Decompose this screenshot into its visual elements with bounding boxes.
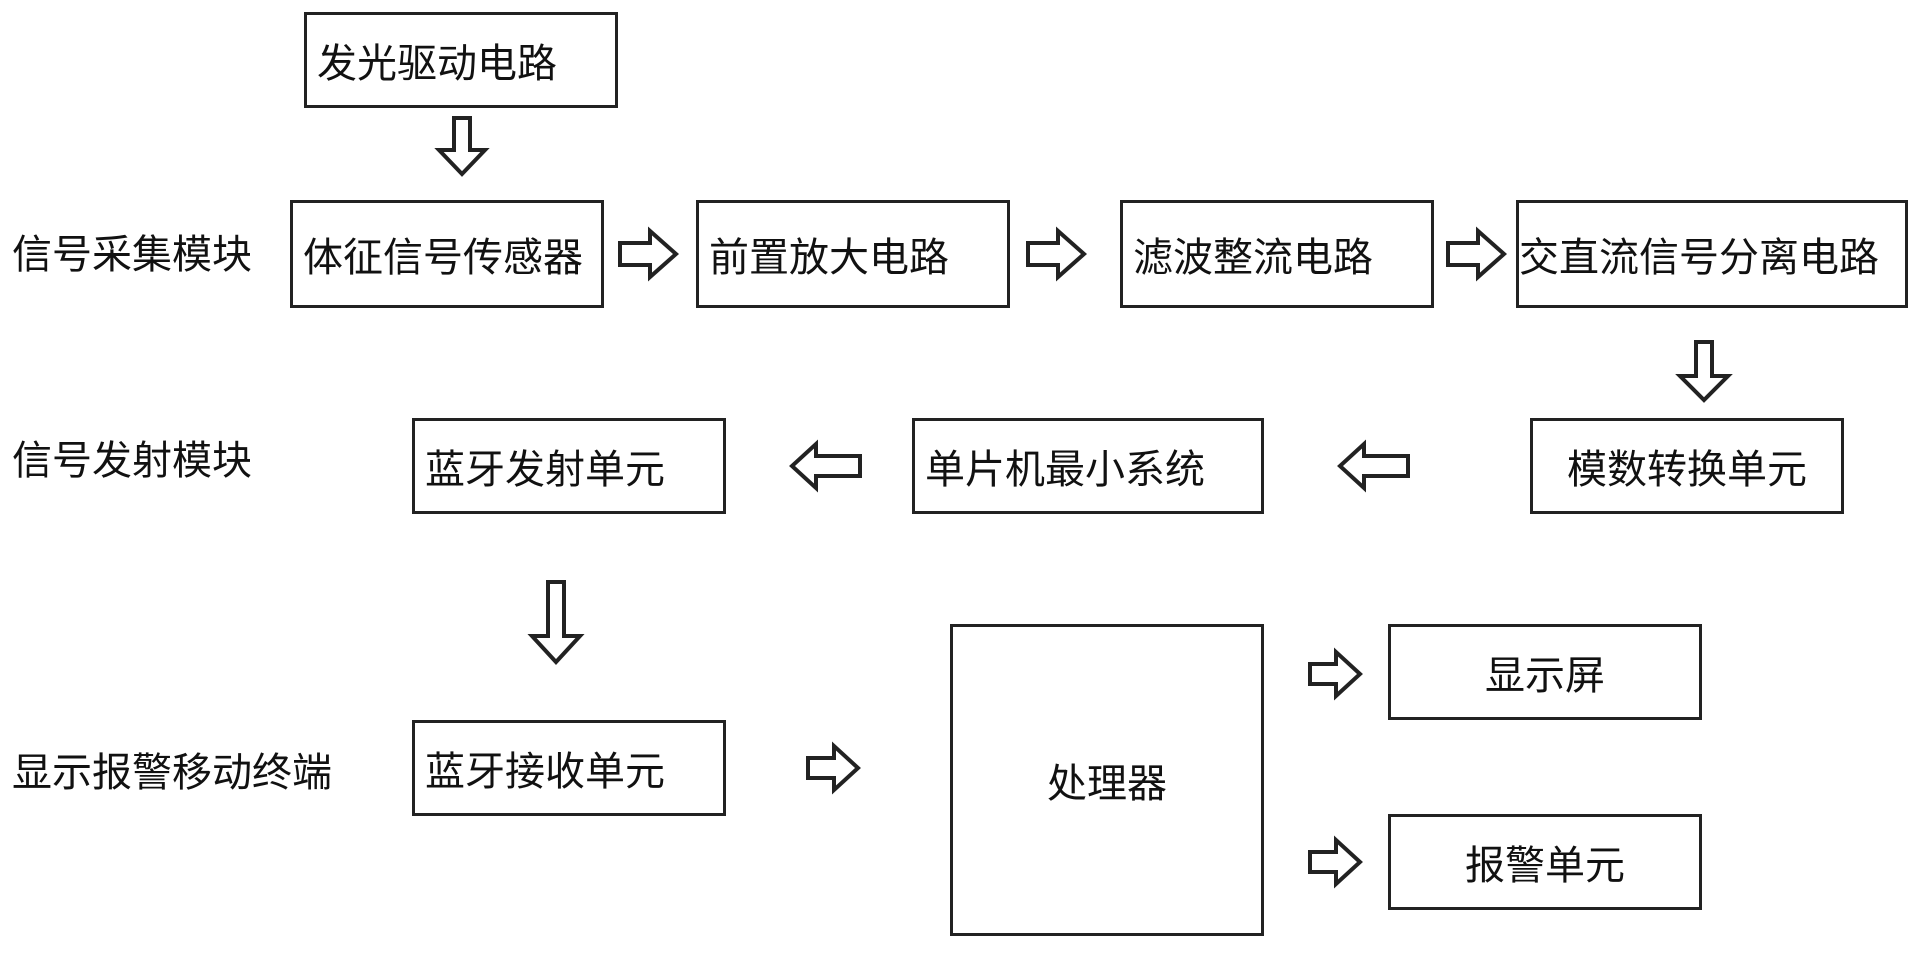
block-mcu-minimum-system: 单片机最小系统 [912, 418, 1264, 514]
block-alarm-unit: 报警单元 [1388, 814, 1702, 910]
arrow-right-icon [1308, 647, 1363, 701]
block-adc-unit: 模数转换单元 [1530, 418, 1844, 514]
block-display-screen: 显示屏 [1388, 624, 1702, 720]
module-label-signal-transmission: 信号发射模块 [12, 438, 252, 484]
block-ac-dc-separation-circuit: 交直流信号分离电路 [1516, 200, 1908, 308]
block-bluetooth-rx-unit: 蓝牙接收单元 [412, 720, 726, 816]
block-label: 滤波整流电路 [1133, 235, 1373, 281]
arrow-down-icon [434, 116, 490, 177]
block-label: 体征信号传感器 [303, 235, 583, 281]
arrow-down-icon [1675, 340, 1733, 403]
block-preamplifier-circuit: 前置放大电路 [696, 200, 1010, 308]
arrow-left-icon [1337, 439, 1410, 493]
block-filter-rectifier-circuit: 滤波整流电路 [1120, 200, 1434, 308]
block-label: 前置放大电路 [709, 235, 949, 281]
block-label: 报警单元 [1465, 843, 1625, 889]
block-label: 发光驱动电路 [317, 41, 557, 87]
arrow-right-icon [1308, 835, 1363, 889]
block-label: 交直流信号分离电路 [1519, 235, 1879, 281]
block-vital-sign-sensor: 体征信号传感器 [290, 200, 604, 308]
block-label: 模数转换单元 [1567, 447, 1807, 493]
arrow-right-icon [1446, 226, 1508, 282]
block-label: 单片机最小系统 [925, 447, 1205, 493]
arrow-right-icon [1026, 226, 1088, 282]
arrow-right-icon [618, 226, 680, 282]
module-label-signal-acquisition: 信号采集模块 [12, 232, 252, 278]
block-label: 蓝牙接收单元 [425, 749, 665, 795]
arrow-left-icon [789, 439, 862, 493]
module-label-display-alarm-terminal: 显示报警移动终端 [12, 750, 332, 796]
block-bluetooth-tx-unit: 蓝牙发射单元 [412, 418, 726, 514]
block-label: 处理器 [1047, 761, 1167, 807]
block-led-driver-circuit: 发光驱动电路 [304, 12, 618, 108]
block-processor: 处理器 [950, 624, 1264, 936]
block-label: 显示屏 [1485, 653, 1605, 699]
block-label: 蓝牙发射单元 [425, 447, 665, 493]
arrow-down-icon [527, 580, 585, 665]
arrow-right-icon [806, 741, 861, 795]
